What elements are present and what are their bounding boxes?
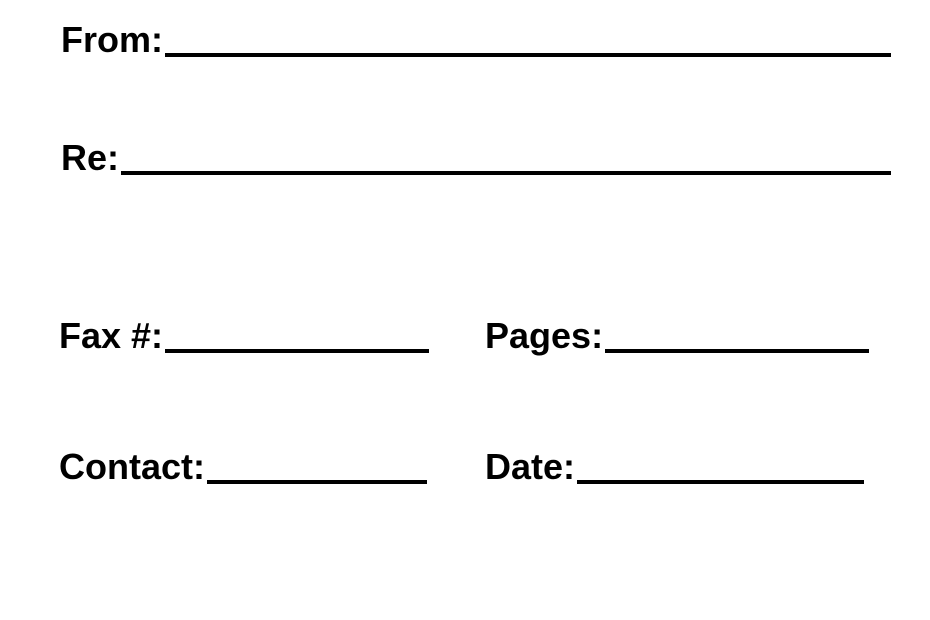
re-field: Re: [61, 137, 892, 178]
pages-input-line[interactable] [605, 349, 870, 353]
re-input-line[interactable] [121, 171, 892, 175]
contact-label: Contact: [59, 446, 205, 487]
date-label: Date: [485, 446, 576, 487]
contact-field: Contact: [59, 449, 427, 485]
pages-field: Pages: [485, 315, 870, 356]
from-field: From: [61, 22, 891, 58]
fax-field: Fax #: [59, 315, 430, 356]
date-input-line[interactable] [577, 480, 865, 484]
date-field: Date: [485, 446, 865, 487]
from-label: From: [61, 19, 163, 60]
re-label: Re: [61, 137, 120, 178]
fax-label: Fax #: [59, 315, 164, 356]
contact-input-line[interactable] [207, 480, 427, 484]
fax-input-line[interactable] [165, 349, 430, 353]
from-input-line[interactable] [165, 53, 891, 57]
pages-label: Pages: [485, 315, 604, 356]
